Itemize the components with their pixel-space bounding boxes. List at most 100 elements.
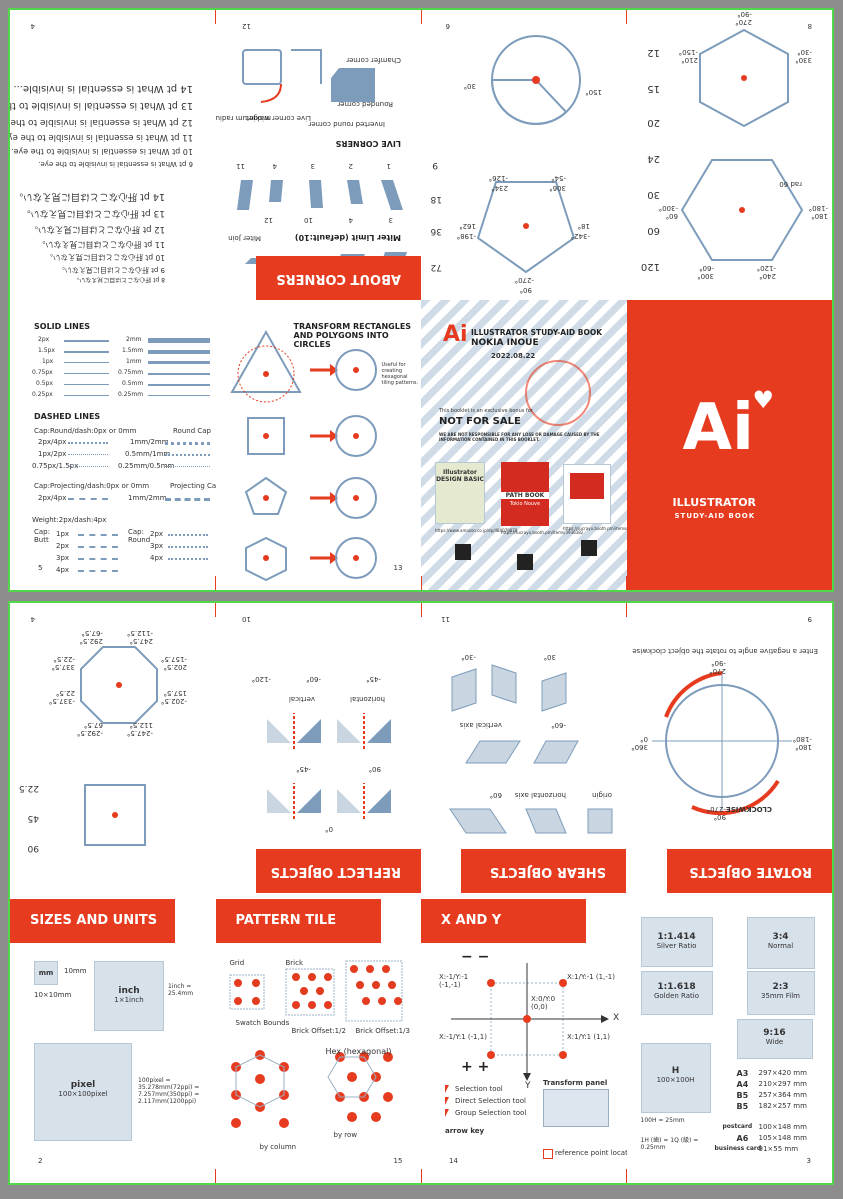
xy-plot: [451, 963, 609, 1081]
angle-label: -337.5°: [48, 697, 75, 705]
dash-sample: [78, 546, 118, 548]
size-value: 182×257 mm: [758, 1102, 807, 1110]
pattern-tiles: [229, 960, 402, 1128]
h-label: H: [671, 1066, 680, 1076]
pattern-banner: PATTERN TILE TYPES: [215, 899, 381, 972]
shear-diagram: [449, 664, 613, 834]
coord-label: X:1/Y:1 (1,1): [567, 1033, 610, 1041]
qr-code[interactable]: [455, 544, 471, 560]
angle-label: -22.5°: [53, 655, 75, 663]
qr-code[interactable]: [517, 554, 533, 570]
mm-side-label: 10mm: [64, 967, 87, 975]
line-label: 0.25px: [32, 391, 53, 398]
reflect-banner: REFLECT OBJECTS: [255, 849, 421, 893]
book-art: [570, 473, 604, 499]
line-sample: [64, 340, 109, 342]
angle-label: -270°: [514, 276, 534, 284]
line-sample: [148, 384, 210, 386]
fold-tick: [626, 576, 627, 590]
dash-sample: [78, 570, 118, 572]
angle-label: -342°: [570, 232, 590, 240]
size-value: 105×148 mm: [758, 1134, 807, 1142]
reflect-label: -60°: [305, 675, 321, 683]
line-sample: [148, 338, 210, 343]
xy-banner: X AND Y COORDINATES: [421, 899, 586, 972]
ratio-name: Normal: [767, 942, 794, 950]
not-for-sale: NOT FOR SALE: [439, 416, 521, 427]
brick-label: Brick: [285, 959, 304, 967]
dash-label: 1px/2px: [38, 450, 67, 458]
angle-label: 162°: [459, 222, 476, 230]
miter-shapes: [236, 180, 407, 264]
fold-tick: [626, 603, 627, 617]
upside-down-octagon: 4 -67.5° 292.5° -112.5° 247.5° -22.5° 33…: [10, 603, 215, 893]
spread-sheet-top: 4 6 pt What is essential is invisible to…: [8, 8, 834, 592]
fold-tick: [215, 1169, 216, 1183]
polygon-angle-diagrams: [476, 35, 581, 274]
qr-code[interactable]: [581, 540, 597, 556]
page-number: 3: [806, 1157, 811, 1165]
miter-number: 3: [310, 162, 315, 170]
jp-line: 8 pt 肝心なことは目に見えない。: [73, 276, 165, 283]
dash-sample: [168, 546, 208, 548]
book-link[interactable]: https://sucrayu.booth.pm/items/3981161: [563, 526, 627, 531]
jp-line: 9 pt 肝心なことは目に見えない。: [57, 266, 165, 274]
angle-label: 300°: [696, 272, 714, 280]
shear-label: vertical axis: [459, 721, 502, 729]
count-label: 15: [646, 83, 660, 94]
size-key: B5: [736, 1091, 749, 1100]
transform-panel-label: Transform panel: [543, 1079, 608, 1087]
size-value: 210×297 mm: [758, 1080, 807, 1088]
line-sample: [64, 351, 109, 353]
grid-label: Grid: [229, 959, 245, 967]
count-label: 120: [640, 261, 660, 272]
ratio-name: Wide: [765, 1038, 784, 1046]
rotate-banner: ROTATE OBJECTS: [666, 849, 832, 893]
coord-label: X:1/Y:-1 (1,-1): [567, 973, 615, 981]
fold-tick: [421, 603, 422, 617]
count-label: 72: [430, 262, 442, 272]
panel-shear-and-coordinates: 11 origin horizontal axis 60° -60° verti…: [421, 603, 627, 1183]
by-column-label: by column: [259, 1143, 297, 1151]
angle-label: -112.5°: [126, 629, 153, 637]
size-value: 257×364 mm: [758, 1091, 807, 1099]
radius-label: rad 60: [778, 180, 802, 188]
angle-label: 306°: [549, 184, 566, 192]
cap-round-label-2: Cap: Round: [128, 528, 151, 544]
fold-tick: [215, 603, 216, 617]
transform-title: TRANSFORM RECTANGLES AND POLYGONS INTO C…: [293, 322, 412, 349]
size-key: postcard: [722, 1123, 753, 1130]
line-sample: [64, 384, 109, 385]
angle-label: -292.5°: [76, 729, 103, 737]
dash-label: 1mm/2mm: [128, 494, 167, 502]
upside-down-reflect: 10 90° -45° horizontal vertical -45° -60…: [216, 603, 421, 893]
angle-label: 240°: [758, 272, 776, 280]
line-label: 1px: [42, 358, 54, 365]
dash-sample: [78, 534, 118, 536]
book-cover-3: [563, 464, 611, 524]
hexagon-diagrams: [680, 28, 803, 261]
page-number: 2: [38, 1157, 43, 1165]
line-label: 0.75px: [32, 369, 53, 376]
angle-label: 210°: [680, 56, 698, 64]
upside-down-shear: 11 origin horizontal axis 60° -60° verti…: [421, 603, 626, 893]
count-label: 12: [646, 47, 660, 58]
line-label: 1.5px: [38, 347, 55, 354]
angle-label: -90°: [736, 10, 752, 18]
mm-label: mm: [38, 969, 54, 977]
rotate-instruction: Enter a negative angle to rotate the obj…: [631, 647, 818, 655]
angle-label: -150°: [678, 48, 698, 56]
heart-icon: ♥: [752, 386, 775, 414]
h-dim: 100×100H: [656, 1076, 695, 1084]
page-number: 15: [393, 1157, 403, 1165]
shear-label: horizontal axis: [514, 791, 566, 799]
gap-label: 1px: [56, 530, 70, 538]
book-link[interactable]: https://www.amazon.co.jp/dp/480079878: [435, 528, 518, 533]
shear-label: 30°: [543, 653, 556, 661]
page-number: 14: [449, 1157, 458, 1165]
dash-sample: [78, 558, 118, 560]
octagon-diagram: [80, 646, 158, 846]
book-link[interactable]: https://sucrayu.booth.pm/items/3936382: [501, 530, 584, 535]
ratio-value: 2:3: [772, 982, 789, 992]
